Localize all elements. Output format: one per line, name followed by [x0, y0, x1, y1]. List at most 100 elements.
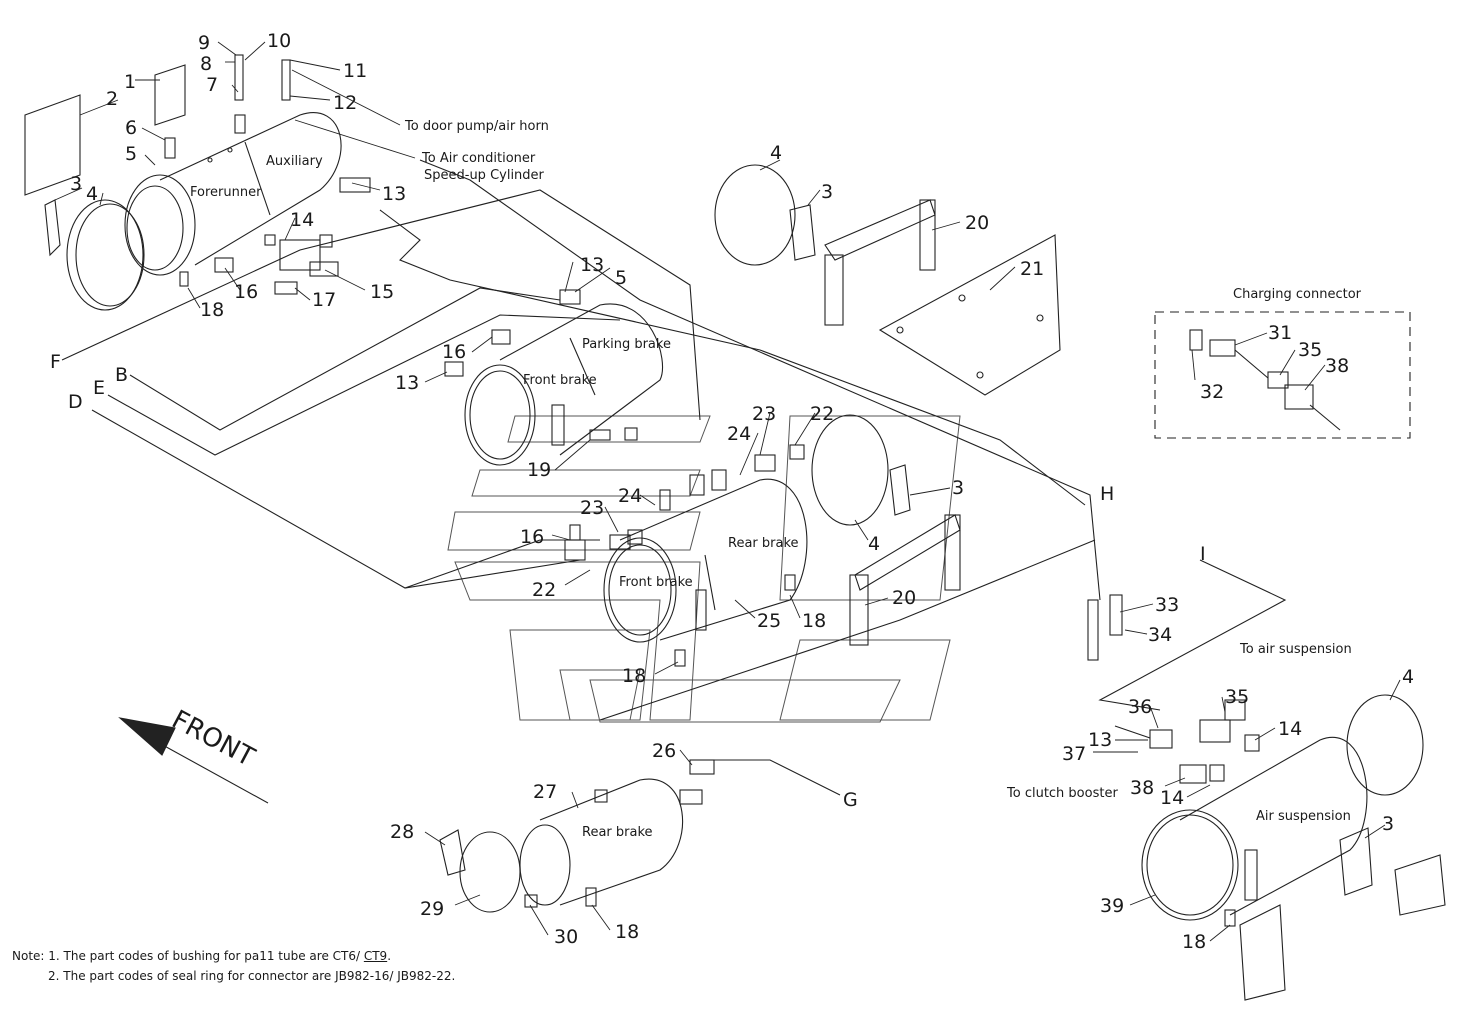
callout-23-upper: 23	[752, 403, 776, 425]
callout-29: 29	[420, 898, 444, 920]
callout-38-box: 38	[1325, 355, 1349, 377]
annotation-to-clutch-booster: To clutch booster	[1006, 786, 1118, 801]
callout-18-right: 18	[1182, 931, 1206, 953]
forerunner-auxiliary-tank	[124, 112, 342, 276]
line-letters: F B E D H I G	[50, 351, 1206, 811]
callout-17: 17	[312, 289, 336, 311]
note-1-suffix: .	[387, 949, 392, 963]
letter-f: F	[50, 351, 61, 373]
part-callouts: 1 2 3 4 5 6 7 8 9 10 11 12 13 14 15 16 1…	[70, 30, 1414, 953]
annotations: To door pump/air horn To Air conditioner…	[167, 119, 1362, 801]
bracket-2	[24, 94, 81, 196]
label-front-brake-1: Front brake	[523, 373, 597, 388]
callout-38: 38	[1130, 777, 1154, 799]
callout-19: 19	[527, 459, 551, 481]
callout-9: 9	[198, 32, 210, 54]
background-watermark	[447, 415, 961, 723]
callout-12: 12	[333, 92, 357, 114]
fittings-centre	[444, 289, 1236, 927]
letter-e: E	[93, 377, 105, 399]
callout-22-lower: 22	[532, 579, 556, 601]
label-forerunner: Forerunner	[190, 185, 262, 200]
annotation-to-air-suspension: To air suspension	[1239, 642, 1352, 657]
front-arrow	[118, 717, 269, 804]
callout-18-front: 18	[622, 665, 646, 687]
bracket-28	[439, 829, 466, 876]
charging-connector-parts	[1189, 329, 1341, 431]
callout-33: 33	[1155, 594, 1179, 616]
callout-22-upper: 22	[810, 403, 834, 425]
note-1-prefix: Note: 1. The part codes of bushing for p…	[12, 949, 364, 963]
callout-15: 15	[370, 281, 394, 303]
strap-clamp-bottom	[459, 831, 521, 913]
callout-28: 28	[390, 821, 414, 843]
callout-6: 6	[125, 117, 137, 139]
label-auxiliary: Auxiliary	[266, 154, 323, 169]
callout-16-mid: 16	[442, 341, 466, 363]
callout-3: 3	[70, 173, 82, 195]
callout-35-box: 35	[1298, 339, 1322, 361]
callout-4-upper: 4	[770, 142, 782, 164]
bracket-3-centre	[889, 464, 911, 516]
callout-32: 32	[1200, 381, 1224, 403]
fittings-top-left	[164, 54, 371, 295]
bracket-1	[154, 64, 186, 126]
callout-24-lower: 24	[618, 485, 642, 507]
callout-20-upper: 20	[965, 212, 989, 234]
callout-18-centre: 18	[802, 610, 826, 632]
annotation-speed-up: Speed-up Cylinder	[424, 168, 545, 183]
bracket-3-right	[1339, 827, 1373, 896]
label-rear-brake-2: Rear brake	[582, 825, 653, 840]
callout-13-left: 13	[395, 372, 419, 394]
callout-8: 8	[200, 53, 212, 75]
letter-g: G	[843, 789, 858, 811]
letter-h: H	[1100, 483, 1114, 505]
callout-21: 21	[1020, 258, 1044, 280]
callout-27: 27	[533, 781, 557, 803]
label-air-suspension: Air suspension	[1256, 809, 1351, 824]
callout-3-centre: 3	[952, 477, 964, 499]
callout-5: 5	[125, 143, 137, 165]
rear-front-brake-tank	[603, 478, 808, 643]
label-front-brake-2: Front brake	[619, 575, 693, 590]
letter-d: D	[68, 391, 83, 413]
annotation-door-pump: To door pump/air horn	[404, 119, 549, 134]
support-bracket-right	[1239, 854, 1446, 1001]
callout-16: 16	[234, 281, 258, 303]
callout-23-lower: 23	[580, 497, 604, 519]
callout-13-right: 13	[1088, 729, 1112, 751]
callout-16-lower: 16	[520, 526, 544, 548]
callout-35: 35	[1225, 686, 1249, 708]
callout-30: 30	[554, 926, 578, 948]
annotation-charging-connector: Charging connector	[1233, 287, 1362, 302]
pipe-lines	[61, 159, 1287, 796]
strap-clamp-centre	[811, 414, 889, 526]
letter-i: I	[1200, 543, 1206, 565]
mounting-plate-21	[878, 234, 1061, 396]
charging-connector-box	[1154, 311, 1411, 439]
callout-18: 18	[200, 299, 224, 321]
callout-3-right: 3	[1382, 813, 1394, 835]
air-suspension-tank	[1141, 736, 1368, 921]
callout-25: 25	[757, 610, 781, 632]
leader-lines	[54, 41, 1401, 942]
strap-clamp-upper	[714, 164, 796, 266]
tank-labels: Forerunner Auxiliary Parking brake Front…	[190, 154, 1351, 840]
callout-37: 37	[1062, 743, 1086, 765]
bracket-3-upper	[789, 204, 816, 261]
callout-20-lower: 20	[892, 587, 916, 609]
callout-14-right: 14	[1278, 718, 1302, 740]
notes-block: Note: 1. The part codes of bushing for p…	[12, 946, 455, 986]
bracket-20-upper	[824, 199, 936, 326]
callout-10: 10	[267, 30, 291, 52]
annotation-air-conditioner: To Air conditioner	[421, 151, 536, 166]
callout-14: 14	[290, 209, 314, 231]
strap-clamp-left	[66, 199, 145, 311]
callout-3-upper: 3	[821, 181, 833, 203]
note-line-2: 2. The part codes of seal ring for conne…	[48, 969, 456, 983]
annotation-front: FRONT	[167, 705, 260, 773]
callout-39: 39	[1100, 895, 1124, 917]
callout-1: 1	[124, 71, 136, 93]
callout-2: 2	[106, 88, 118, 110]
